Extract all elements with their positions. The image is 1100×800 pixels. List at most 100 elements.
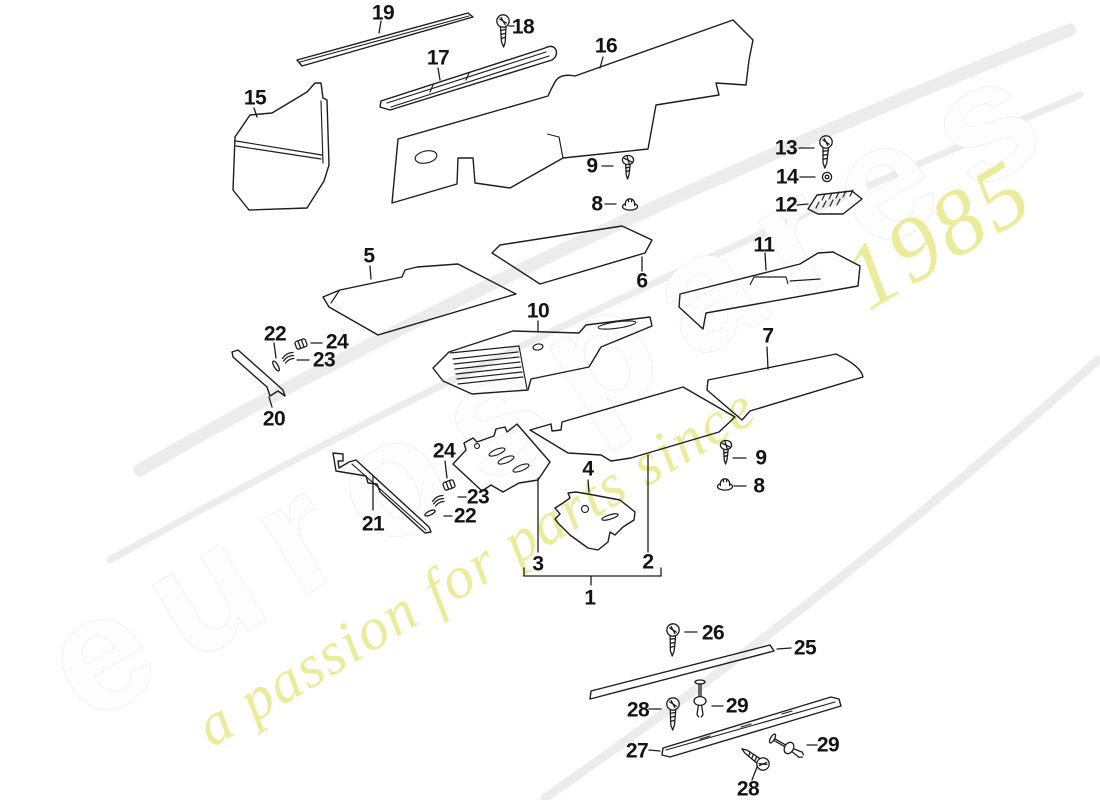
panel-15-crease-a (235, 140, 323, 156)
part-outline-layer (231, 12, 864, 758)
panel-5-fold (330, 290, 340, 304)
panel-16-hole (414, 150, 438, 164)
leader-line (369, 265, 372, 280)
leader-line (378, 20, 382, 34)
panel-10 (432, 316, 653, 395)
panel-10-hatch-3 (454, 361, 521, 370)
rail-17-mark-a (429, 84, 434, 93)
panel-10-hatch-6 (457, 376, 524, 385)
part-label-9[interactable]: 9 (755, 447, 767, 470)
leader-line (273, 342, 277, 359)
part-label-29[interactable]: 29 (726, 695, 749, 718)
part-label-8[interactable]: 8 (753, 475, 766, 498)
rail-17-inner-b (390, 55, 550, 108)
part-label-24[interactable]: 24 (326, 331, 350, 354)
leader-line (599, 56, 604, 69)
bracket-4-hole (580, 504, 590, 514)
part-label-layer: 1918171615131412981156102422232079821242… (244, 2, 840, 800)
part-label-2[interactable]: 2 (642, 551, 654, 574)
panel-11 (678, 251, 861, 330)
plate-12-tick-6 (815, 201, 820, 209)
part-label-12[interactable]: 12 (775, 194, 798, 217)
part-label-13[interactable]: 13 (775, 137, 798, 160)
panel-perforated-slot-1 (488, 447, 506, 457)
watermark-brand: eurospares (11, 6, 1091, 756)
part-label-17[interactable]: 17 (427, 47, 450, 70)
part-label-9[interactable]: 9 (586, 155, 598, 178)
plate-12-tick-8 (829, 199, 834, 207)
panel-16-slit (546, 133, 564, 159)
plate-12-tick-4 (842, 190, 847, 198)
plate-12-tick-9 (836, 198, 841, 206)
part-label-28[interactable]: 28 (627, 699, 651, 722)
panel-15-crease-b (235, 145, 322, 160)
floor-main (529, 386, 736, 462)
panel-perforated-hole (473, 442, 481, 450)
gasket-22-left-icon (270, 359, 282, 373)
leader-line (253, 107, 258, 118)
sill-27-slot-3 (781, 710, 793, 715)
plate-12-tick-7 (822, 200, 827, 208)
panel-11-tab (749, 276, 789, 286)
leader-line (751, 766, 758, 781)
part-label-5[interactable]: 5 (363, 245, 376, 268)
part-label-8[interactable]: 8 (591, 193, 604, 216)
leader-line-layer (253, 20, 818, 781)
part-label-4[interactable]: 4 (582, 458, 595, 481)
part-label-22[interactable]: 22 (454, 505, 477, 528)
part-label-29[interactable]: 29 (817, 734, 840, 757)
nut-8-lower-icon (716, 478, 734, 491)
plate-12-tick-5 (849, 189, 854, 197)
strip-19 (296, 12, 474, 67)
part-label-25[interactable]: 25 (794, 637, 818, 660)
swoosh-curve (133, 23, 1077, 477)
part-label-10[interactable]: 10 (527, 300, 550, 323)
part-label-23[interactable]: 23 (313, 349, 336, 372)
part-label-19[interactable]: 19 (372, 2, 395, 25)
leader-line (437, 67, 441, 81)
part-label-26[interactable]: 26 (702, 622, 725, 645)
part-label-1[interactable]: 1 (584, 587, 597, 610)
part-label-15[interactable]: 15 (244, 87, 268, 110)
part-label-28[interactable]: 28 (737, 778, 761, 800)
sill-27-inner (665, 701, 836, 751)
panel-perforated (452, 423, 551, 493)
part-label-22[interactable]: 22 (264, 323, 287, 346)
part-label-20[interactable]: 20 (263, 408, 286, 431)
part-label-21[interactable]: 21 (362, 513, 386, 536)
panel-15 (232, 82, 330, 211)
panel-5 (322, 263, 517, 336)
part-label-7[interactable]: 7 (762, 325, 774, 348)
bracket-4 (554, 491, 636, 551)
bracket-4-slot (601, 513, 619, 521)
panel-6 (491, 225, 653, 285)
leader-line (776, 647, 792, 650)
leader-line (268, 396, 273, 408)
panel-10-hatch-4 (455, 366, 522, 375)
strip-25 (589, 644, 775, 700)
leader-line (444, 460, 448, 479)
part-label-24[interactable]: 24 (433, 440, 457, 463)
watermark-swoosh-layer (106, 23, 1100, 800)
nut-8-upper-icon (621, 198, 639, 211)
part-label-3[interactable]: 3 (532, 553, 544, 576)
panel-10-hatch-2 (453, 356, 520, 365)
panel-15-flange (320, 100, 324, 164)
panel-10-pedal (449, 345, 528, 390)
sill-21 (332, 452, 432, 534)
part-label-23[interactable]: 23 (467, 486, 490, 509)
part-label-18[interactable]: 18 (512, 16, 536, 39)
part-label-14[interactable]: 14 (776, 166, 800, 189)
panel-perforated-slot-3 (512, 463, 530, 473)
panel-7 (706, 353, 864, 421)
plate-12-tick-3 (835, 191, 840, 199)
part-label-27[interactable]: 27 (626, 740, 649, 763)
part-label-6[interactable]: 6 (636, 270, 648, 293)
washer-14-icon (821, 171, 833, 183)
plate-12-tick-2 (828, 192, 833, 200)
blade-20 (231, 349, 286, 397)
part-label-16[interactable]: 16 (595, 35, 618, 58)
part-label-11[interactable]: 11 (753, 234, 776, 257)
swoosh-curve (540, 355, 1100, 800)
